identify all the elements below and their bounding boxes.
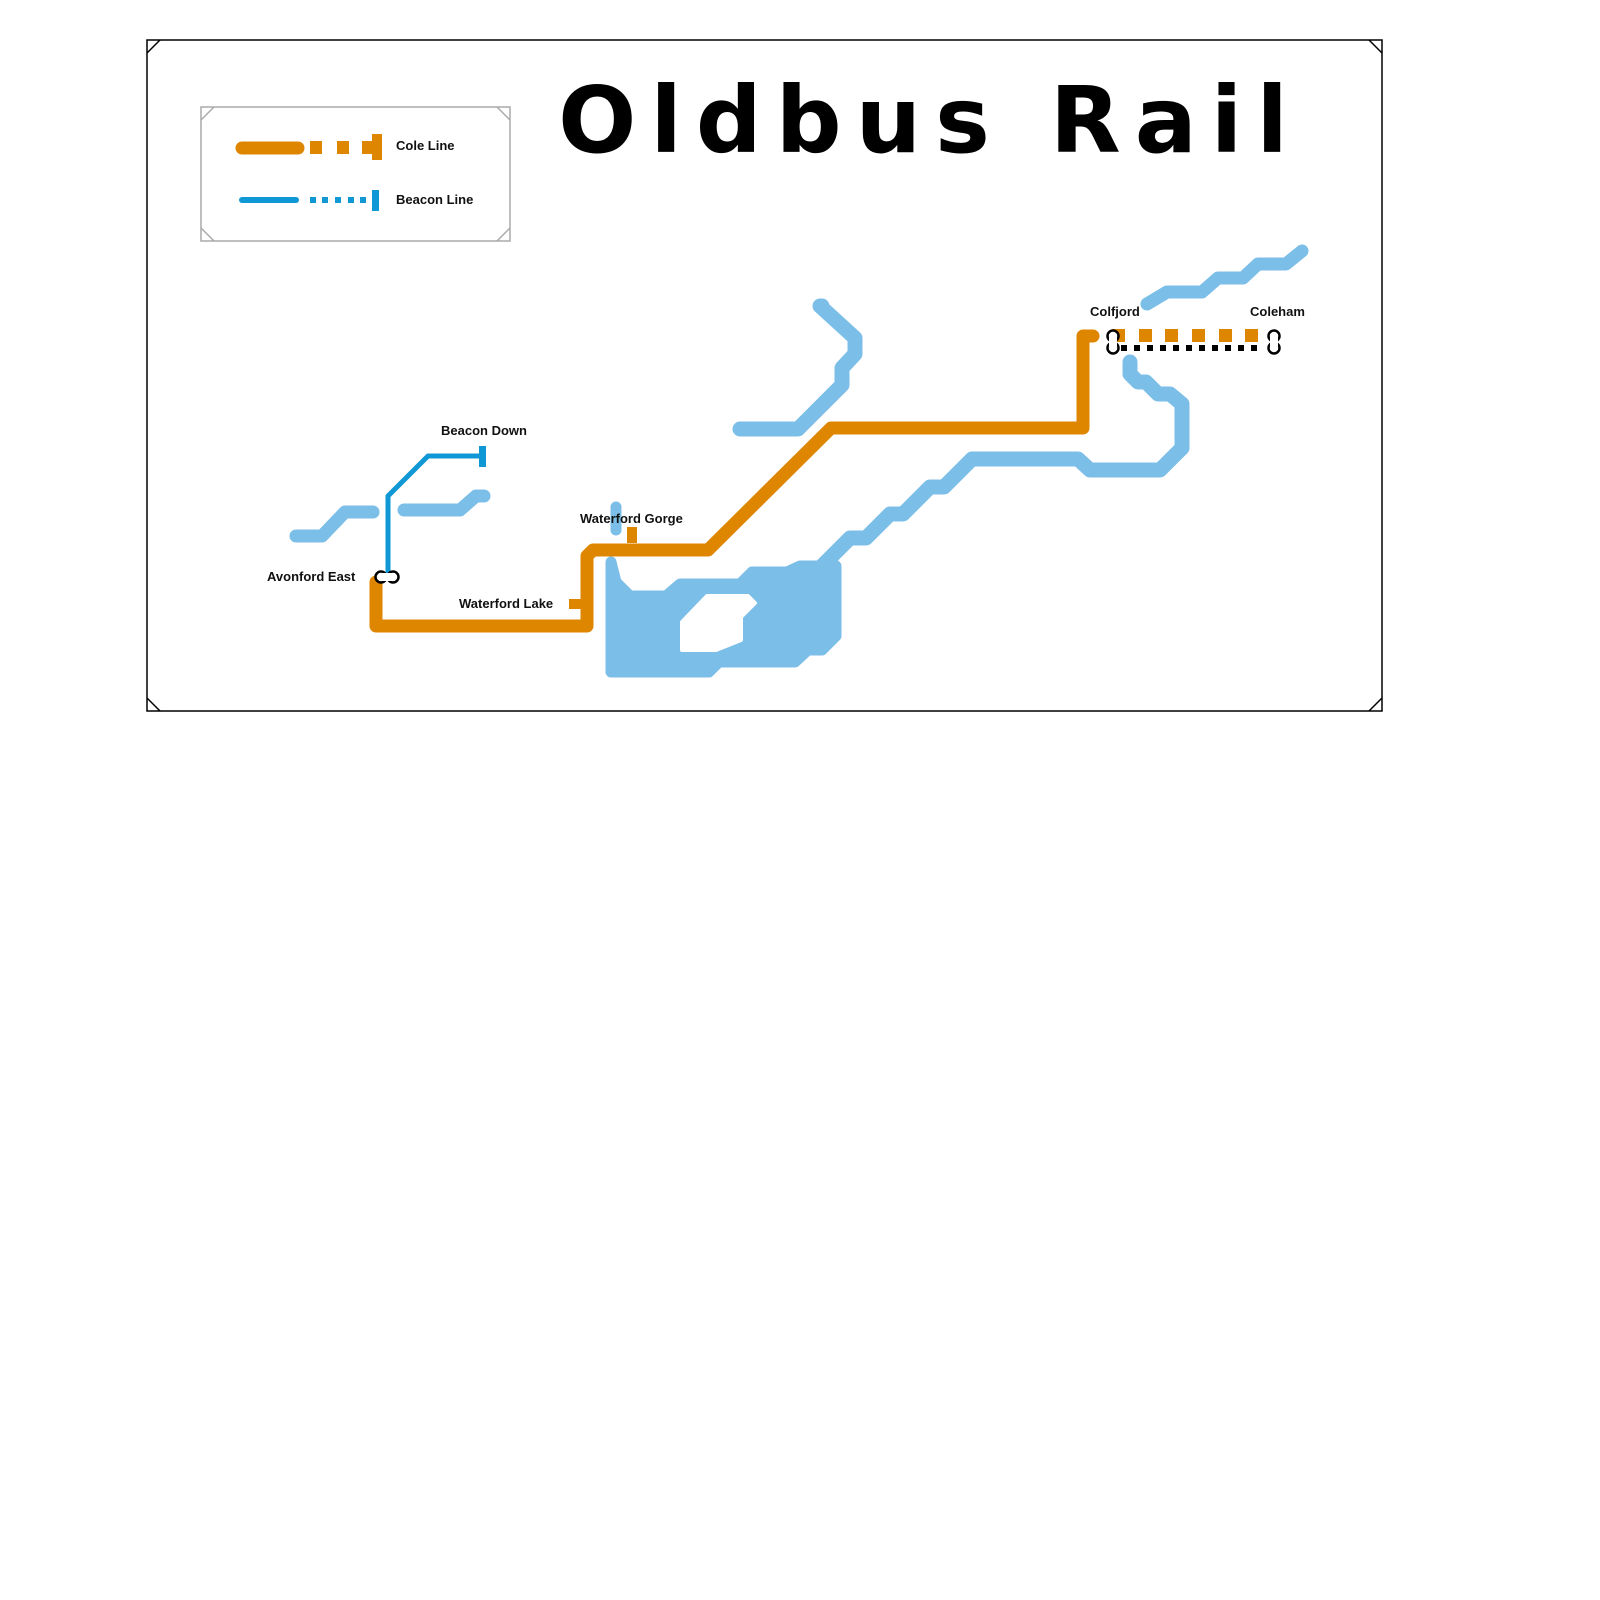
coleham-interchange-icon[interactable] — [1267, 329, 1281, 355]
legend: Cole Line Beacon Line — [200, 106, 511, 242]
legend-label-cole: Cole Line — [396, 138, 455, 153]
water-river-north — [732, 298, 863, 437]
map-title: Oldbus Rail — [558, 67, 1302, 174]
waterford-gorge-tick — [627, 527, 637, 543]
station-label-colfjord[interactable]: Colfjord — [1090, 304, 1140, 319]
cole-line-route — [369, 329, 1100, 633]
connector-dotted — [1121, 345, 1257, 351]
waterford-lake-tick — [569, 599, 585, 609]
station-label-avonford-east[interactable]: Avonford East — [267, 569, 356, 584]
station-label-beacon-down[interactable]: Beacon Down — [441, 423, 527, 438]
water-lake-island — [680, 594, 757, 652]
water-river-northeast — [1140, 244, 1309, 311]
beacon-down-terminus — [479, 446, 486, 467]
avonford-east-interchange-icon[interactable] — [374, 570, 400, 584]
station-label-waterford-gorge[interactable]: Waterford Gorge — [580, 511, 683, 526]
beacon-line-route — [385, 453, 480, 575]
legend-swatch-cole — [235, 134, 382, 160]
water-river-west — [289, 505, 380, 543]
water-river-east — [814, 354, 1190, 574]
colfjord-interchange-icon[interactable] — [1106, 329, 1120, 355]
water-river-west-2 — [397, 489, 491, 517]
station-label-waterford-lake[interactable]: Waterford Lake — [459, 596, 553, 611]
legend-label-beacon: Beacon Line — [396, 192, 473, 207]
legend-swatch-beacon — [239, 190, 379, 211]
station-label-coleham[interactable]: Coleham — [1250, 304, 1305, 319]
water-bodies — [289, 244, 1309, 678]
